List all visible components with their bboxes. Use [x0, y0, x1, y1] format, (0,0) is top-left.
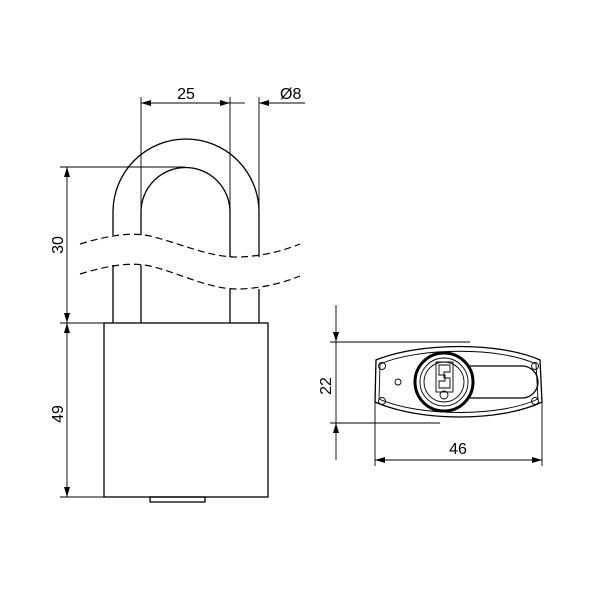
dimension-shackle-diameter: Ø8 [230, 86, 305, 106]
dimension-label-22: 22 [318, 377, 335, 395]
dimension-label-30: 30 [50, 236, 67, 254]
dimension-label-25: 25 [177, 86, 195, 103]
dimension-label-49: 49 [50, 405, 67, 423]
break-lines [79, 233, 301, 290]
shackle [112, 138, 260, 323]
dimension-body-height: 49 [50, 323, 104, 498]
padlock-body-front [103, 322, 269, 503]
dimension-shackle-clearance: 30 [50, 166, 185, 324]
dimension-body-width: 46 [374, 402, 543, 466]
padlock-bottom-view [374, 345, 543, 418]
dimension-shackle-width: 25 [140, 86, 260, 212]
key-cylinder [413, 351, 475, 413]
dimension-label-diameter: Ø8 [280, 86, 301, 103]
dimension-label-46: 46 [449, 441, 467, 458]
dimension-body-depth: 22 [318, 305, 470, 460]
